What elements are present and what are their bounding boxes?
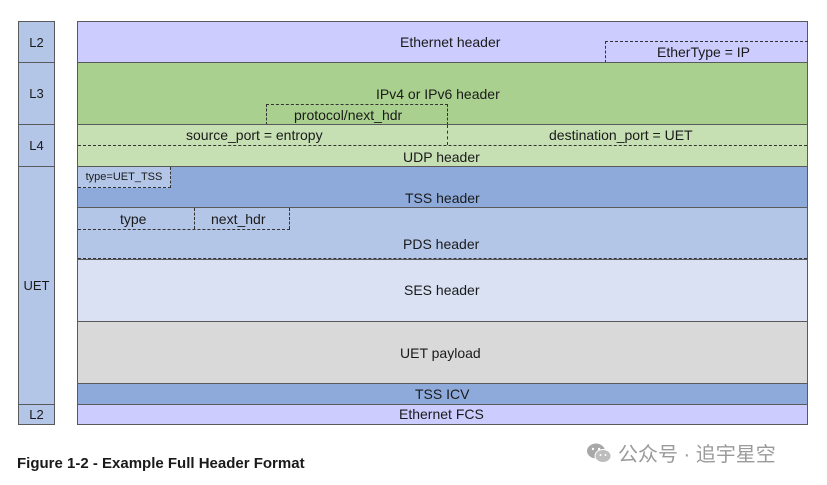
protocol-field-label: protocol/next_hdr bbox=[294, 107, 403, 123]
udp-ports-divider bbox=[78, 145, 807, 146]
tss-type-field: type=UET_TSS bbox=[78, 167, 171, 188]
pds-fields-underline bbox=[78, 229, 290, 230]
layer-label-l4: L4 bbox=[18, 124, 55, 167]
layer-text: L2 bbox=[29, 34, 44, 50]
tss-header-band bbox=[77, 166, 808, 208]
ses-header-title: SES header bbox=[404, 282, 480, 298]
pds-type-label: type bbox=[120, 211, 147, 227]
layer-text: L3 bbox=[29, 86, 44, 101]
ethertype-field-label: EtherType = IP bbox=[657, 44, 750, 60]
watermark: 公众号 · 追宇星空 bbox=[586, 438, 776, 467]
figure-caption: Figure 1-2 - Example Full Header Format bbox=[17, 455, 305, 472]
destination-port-label: destination_port = UET bbox=[549, 127, 693, 143]
ip-header-title: IPv4 or IPv6 header bbox=[376, 86, 500, 102]
layer-text: L2 bbox=[29, 407, 44, 422]
ethernet-header-band bbox=[77, 21, 808, 63]
layer-label-l2-bottom: L2 bbox=[18, 404, 55, 425]
ethernet-fcs-title: Ethernet FCS bbox=[399, 406, 484, 422]
ethertype-field-box bbox=[605, 41, 808, 63]
ip-header-band bbox=[77, 62, 808, 125]
layer-label-l2-top: L2 bbox=[18, 21, 55, 63]
wechat-icon bbox=[587, 443, 612, 463]
uet-payload-band bbox=[77, 321, 808, 384]
watermark-text: 公众号 · 追宇星空 bbox=[618, 444, 776, 466]
pds-field-end bbox=[289, 208, 290, 229]
ethernet-fcs-band bbox=[77, 404, 808, 425]
layer-label-l3: L3 bbox=[18, 62, 55, 125]
uet-payload-title: UET payload bbox=[400, 345, 481, 361]
tss-header-title: TSS header bbox=[405, 190, 480, 206]
udp-header-title: UDP header bbox=[403, 149, 480, 165]
protocol-field-box bbox=[266, 104, 448, 125]
pds-ses-dashed-boundary bbox=[78, 258, 807, 260]
ethernet-header-title: Ethernet header bbox=[400, 34, 501, 50]
layer-text: L4 bbox=[29, 138, 44, 153]
source-port-label: source_port = entropy bbox=[186, 127, 323, 143]
udp-port-split bbox=[447, 125, 448, 145]
layer-text: UET bbox=[23, 278, 50, 293]
layer-label-uet: UET bbox=[18, 166, 55, 405]
tss-icv-title: TSS ICV bbox=[415, 386, 470, 402]
pds-header-band bbox=[77, 207, 808, 260]
pds-next-hdr-label: next_hdr bbox=[211, 211, 266, 227]
pds-field-split bbox=[194, 208, 195, 229]
tss-type-label: type=UET_TSS bbox=[85, 171, 163, 183]
pds-header-title: PDS header bbox=[403, 236, 480, 252]
